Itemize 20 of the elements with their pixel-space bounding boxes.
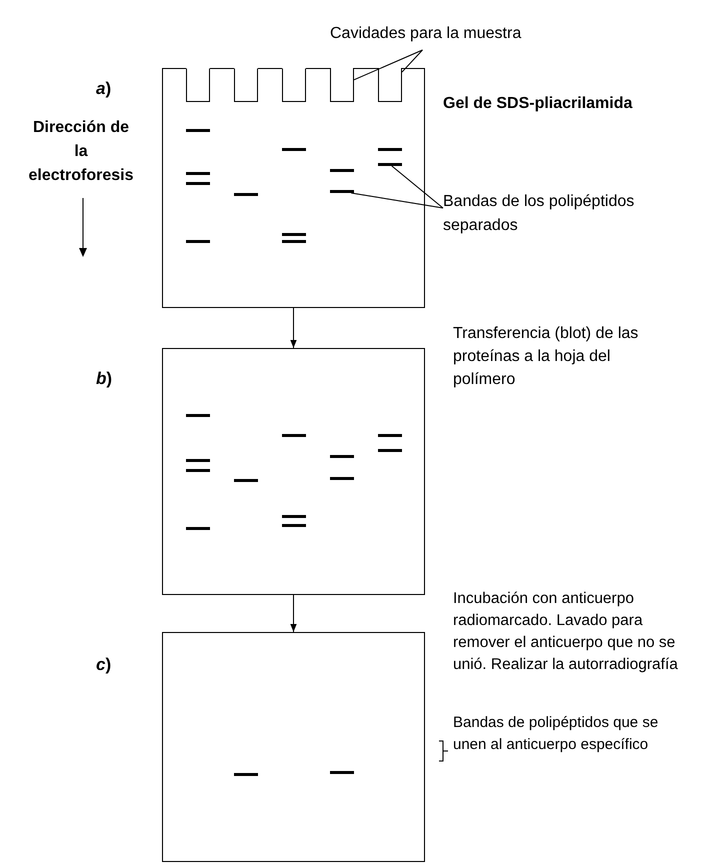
protein-band xyxy=(378,163,402,166)
label-text: b) xyxy=(96,368,114,390)
arrow xyxy=(290,308,297,348)
callout-text: Cavidades para la muestra xyxy=(330,24,522,44)
label-text: Dirección de la electroforesis xyxy=(28,118,134,186)
gel-title: Gel de SDS-pliacrilamida xyxy=(443,94,632,114)
label-text: c) xyxy=(96,654,112,676)
protein-band xyxy=(330,190,354,193)
label-text: Bandas de polipéptidos que se unen al anticuerpo específico xyxy=(453,713,660,755)
leader-line xyxy=(391,166,444,208)
leader-line xyxy=(350,192,444,208)
leader-line xyxy=(354,50,423,80)
sample-well xyxy=(378,68,402,102)
callout-text: Bandas de los polipéptidos separados xyxy=(443,192,636,236)
sample-well xyxy=(330,68,354,102)
label-text: a) xyxy=(96,78,112,100)
label-text: Transferencia (blot) de las proteínas a la hoja del polímero xyxy=(453,324,640,390)
label-text: Incubación con anticuerpo radiomarcado. Lavado para remover el anticuerpo que no se unió. Realizar la autorradiografía xyxy=(453,589,679,675)
leader-line xyxy=(402,50,423,73)
arrow xyxy=(290,594,297,632)
